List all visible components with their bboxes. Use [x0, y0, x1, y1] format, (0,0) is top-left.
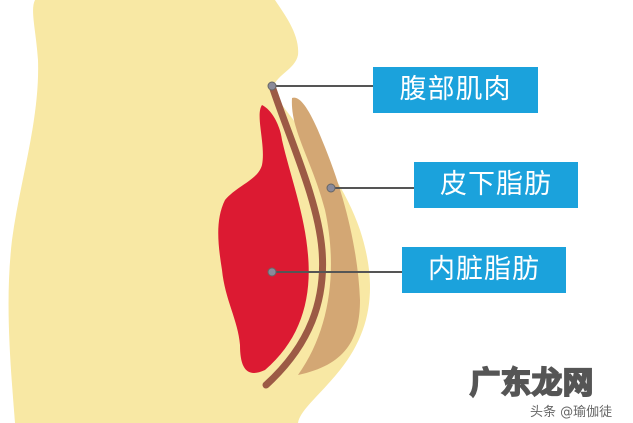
pointer-dots: [267, 81, 336, 277]
subcutaneous-fat-layer: [291, 97, 360, 376]
abdominal-muscle-layer: [262, 82, 327, 389]
label-subcutaneous-fat: 皮下脂肪: [414, 162, 578, 208]
watermark-logo: 广东龙网: [469, 366, 594, 401]
label-abdominal-muscle: 腹部肌肉: [373, 67, 538, 113]
watermark-source: 头条 @瑜伽徒: [530, 405, 613, 420]
visceral-fat-organ: [218, 105, 309, 373]
label-visceral-fat: 内脏脂肪: [402, 247, 566, 293]
pointer-lines: [272, 85, 414, 273]
